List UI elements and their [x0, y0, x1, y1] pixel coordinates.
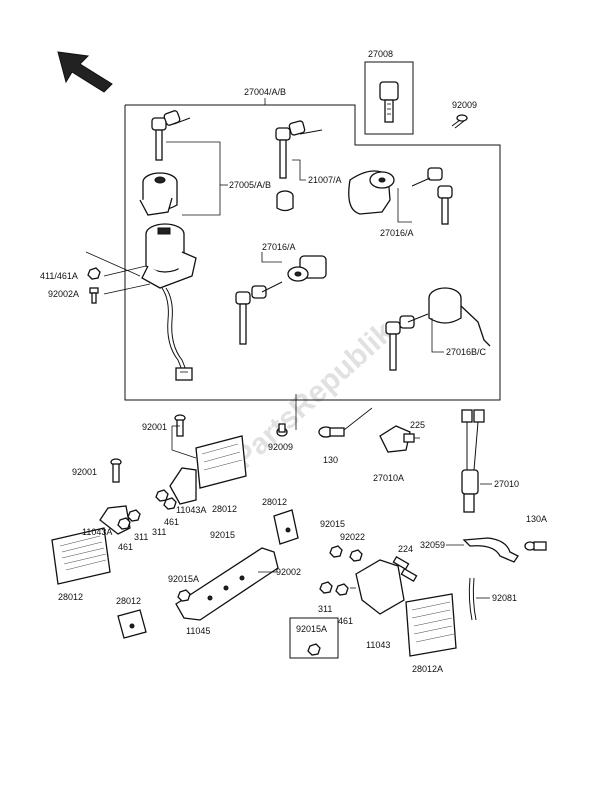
label-27016a-center: 27016/A [262, 242, 296, 252]
label-461-upper: 461 [164, 517, 179, 527]
bolt-130 [318, 407, 373, 438]
bracket-11043a-upper [155, 467, 197, 510]
lock-27016-right [348, 167, 453, 225]
reflector-28012a [405, 593, 457, 657]
label-92015-right: 92015 [320, 519, 345, 529]
screw-92009-lower [276, 394, 297, 437]
label-27010: 27010 [494, 479, 519, 489]
label-28012a: 28012A [412, 664, 443, 674]
label-27004: 27004/A/B [244, 87, 286, 97]
clip-92015a-box [289, 617, 339, 659]
label-32059: 32059 [420, 540, 445, 550]
label-11043: 11043 [366, 640, 390, 650]
lock-27016-center [235, 255, 327, 345]
label-225: 225 [410, 420, 425, 430]
label-28012-bottom: 28012 [116, 596, 141, 606]
label-11043a-left: 11043A [82, 527, 112, 537]
label-92015: 92015 [210, 530, 235, 540]
part-labels: 27008 27004/A/B 92009 27005/A/B 21007/A … [40, 49, 547, 674]
bolt-130a [524, 541, 547, 551]
label-27008: 27008 [368, 49, 393, 59]
label-11043a-upper: 11043A [176, 505, 206, 515]
label-461-left: 461 [118, 542, 133, 552]
label-11045: 11045 [186, 626, 210, 636]
label-92001-left: 92001 [72, 467, 97, 477]
label-311-left: 311 [134, 532, 148, 542]
label-92015a-box: 92015A [296, 624, 327, 634]
bracket-11045 [175, 547, 279, 621]
kit-frame [124, 98, 501, 401]
label-28012-left: 28012 [58, 592, 83, 602]
label-224: 224 [398, 544, 413, 554]
reflector-28012-upper [171, 426, 247, 489]
label-311-upper: 311 [152, 527, 166, 537]
switch-27010 [461, 409, 492, 513]
bolts-224 [392, 556, 418, 582]
switch-27010a [379, 425, 420, 453]
nuts-92015-92022 [319, 545, 363, 596]
reflector-28012-small [273, 509, 299, 545]
label-92009: 92009 [452, 100, 477, 110]
label-92081: 92081 [492, 593, 517, 603]
reflector-28012-bottom [117, 609, 147, 639]
bracket-11043 [350, 559, 405, 615]
label-28012-small: 28012 [262, 497, 287, 507]
nut-92015a [177, 589, 191, 602]
bracket-11043a-left [99, 458, 141, 535]
screw-92009-top [451, 114, 468, 129]
label-130: 130 [323, 455, 338, 465]
label-311-center: 311 [318, 604, 332, 614]
label-92022: 92022 [340, 532, 365, 542]
bolt-92001-top [172, 414, 186, 437]
label-27016a-right: 27016/A [380, 228, 414, 238]
bracket-32059 [446, 537, 519, 563]
wire-harness [161, 287, 193, 381]
label-130a: 130A [526, 514, 547, 524]
label-461-center: 461 [338, 616, 353, 626]
label-27005: 27005/A/B [229, 180, 271, 190]
label-28012-upper: 28012 [212, 504, 237, 514]
label-92002a: 92002A [48, 289, 79, 299]
label-92001-top: 92001 [142, 422, 167, 432]
label-92009-lower: 92009 [268, 442, 293, 452]
lock-27016bc [385, 287, 491, 371]
ignition-keys [151, 110, 191, 161]
label-21007: 21007/A [308, 175, 342, 185]
label-92002: 92002 [276, 567, 301, 577]
keys-21007 [275, 120, 323, 212]
label-27016bc: 27016B/C [446, 347, 487, 357]
ignition-switch-body [141, 223, 197, 289]
nut-411 [87, 267, 101, 280]
label-411-461a: 411/461A [40, 271, 78, 281]
bolt-92002a [89, 287, 99, 304]
key-tag-27008 [364, 61, 414, 135]
band-92081 [468, 577, 490, 621]
ignition-switch-cap [139, 172, 178, 216]
front-arrow-icon [57, 51, 113, 93]
watermark: PartsRepublik [228, 315, 400, 475]
leader-lines-kit [85, 141, 444, 353]
reflector-28012-left [51, 527, 111, 585]
label-27010a: 27010A [373, 473, 404, 483]
label-92015a: 92015A [168, 574, 199, 584]
